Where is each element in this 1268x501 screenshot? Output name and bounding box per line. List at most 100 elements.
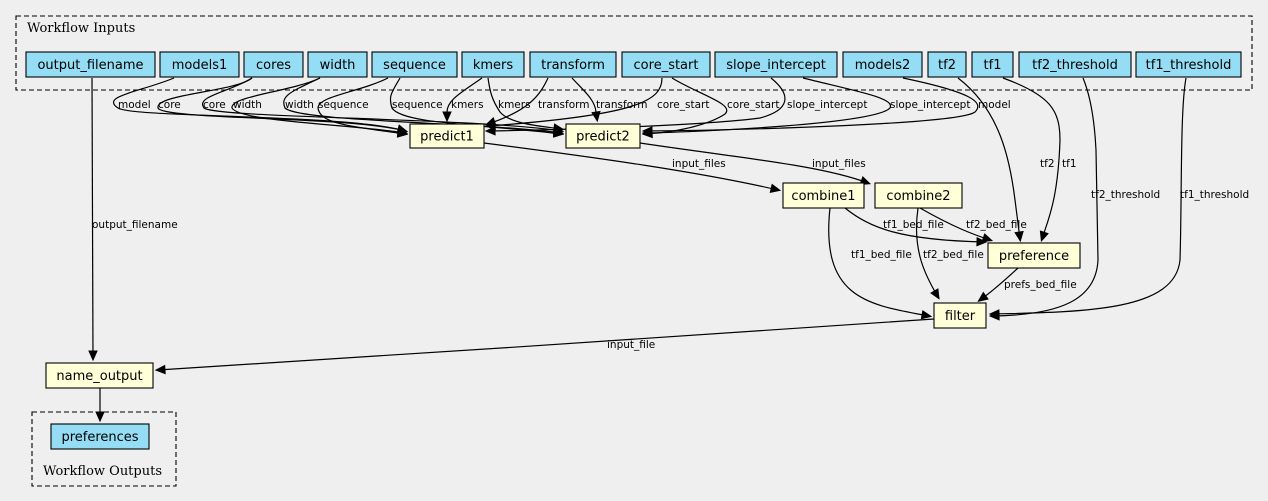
- edge-tf2-preference: [957, 77, 1021, 240]
- node-label: combine1: [791, 189, 855, 204]
- node-combine1[interactable]: combine1: [782, 182, 865, 209]
- node-transform[interactable]: transform: [529, 51, 617, 78]
- node-box[interactable]: [371, 51, 458, 78]
- arrowhead: [977, 291, 989, 302]
- edge-core_start-predict1: [487, 77, 663, 127]
- node-label: cores: [256, 58, 291, 73]
- arrowhead: [930, 288, 940, 300]
- edge-label: transform: [596, 99, 647, 111]
- node-preferences[interactable]: preferences: [50, 423, 150, 450]
- node-slope_intercept[interactable]: slope_intercept: [714, 51, 838, 78]
- node-box[interactable]: [50, 423, 150, 450]
- workflow-inputs-label: Workflow Inputs: [27, 21, 135, 36]
- edge-sequence-predict1: [317, 77, 406, 135]
- node-output_filename[interactable]: output_filename: [25, 51, 156, 78]
- node-box[interactable]: [1135, 51, 1242, 78]
- node-box[interactable]: [529, 51, 617, 78]
- edge-kmers-predict2: [487, 77, 562, 130]
- edge-combine1-filter: [828, 207, 930, 317]
- node-box[interactable]: [927, 51, 967, 78]
- node-tf1_threshold[interactable]: tf1_threshold: [1135, 51, 1242, 78]
- node-box[interactable]: [409, 123, 485, 149]
- edge-label: model: [978, 99, 1011, 111]
- node-tf1[interactable]: tf1: [971, 51, 1014, 78]
- node-box[interactable]: [25, 51, 156, 78]
- edge-tf2_threshold-filter: [991, 77, 1099, 317]
- node-label: tf1: [984, 58, 1002, 73]
- node-preference[interactable]: preference: [987, 242, 1081, 269]
- node-box[interactable]: [714, 51, 838, 78]
- node-box[interactable]: [621, 51, 711, 78]
- edge-label: output_filename: [92, 219, 178, 231]
- edge-label: tf1_bed_file: [851, 249, 912, 261]
- edge-cores-predict1: [157, 77, 406, 132]
- edge-label: tf1_threshold: [1180, 189, 1249, 201]
- node-box[interactable]: [971, 51, 1014, 78]
- workflow-outputs-label: Workflow Outputs: [43, 464, 162, 479]
- arrowhead: [988, 309, 1000, 319]
- edge-slope_intercept-predict1: [487, 77, 786, 132]
- edges-layer: [88, 77, 1187, 423]
- node-box[interactable]: [45, 362, 154, 389]
- node-combine2[interactable]: combine2: [874, 182, 963, 209]
- edge-label: core: [203, 99, 226, 111]
- edge-filter-name_output: [157, 318, 935, 371]
- edge-label: width: [285, 99, 314, 111]
- node-box[interactable]: [461, 51, 525, 78]
- node-label: models2: [855, 58, 911, 73]
- arrowhead: [976, 237, 988, 247]
- node-tf2_threshold[interactable]: tf2_threshold: [1018, 51, 1132, 78]
- node-cores[interactable]: cores: [243, 51, 304, 78]
- node-box[interactable]: [842, 51, 923, 78]
- node-box[interactable]: [874, 182, 963, 209]
- node-sequence[interactable]: sequence: [371, 51, 458, 78]
- node-box[interactable]: [307, 51, 368, 78]
- node-box[interactable]: [159, 51, 240, 78]
- edge-output_filename-name_output: [91, 77, 94, 359]
- node-box[interactable]: [243, 51, 304, 78]
- node-box[interactable]: [1018, 51, 1132, 78]
- arrowhead: [981, 233, 994, 243]
- node-label: preference: [999, 249, 1069, 264]
- node-label: predict1: [420, 130, 474, 145]
- edge-label: transform: [538, 99, 589, 111]
- node-label: filter: [945, 309, 976, 324]
- edge-label: tf1_bed_file: [883, 219, 944, 231]
- workflow-inputs-cluster: [15, 15, 1253, 91]
- node-label: width: [320, 58, 356, 73]
- node-label: slope_intercept: [726, 58, 826, 73]
- node-box[interactable]: [782, 182, 865, 209]
- arrowhead: [920, 309, 933, 320]
- arrowhead: [484, 126, 496, 136]
- edge-predict1-combine1: [483, 142, 779, 191]
- edge-label: slope_intercept: [787, 99, 867, 111]
- edge-label: prefs_bed_file: [1004, 279, 1077, 291]
- edge-models2-predict2: [644, 77, 979, 132]
- edge-label: tf2_bed_file: [966, 219, 1027, 231]
- node-core_start[interactable]: core_start: [621, 51, 711, 78]
- edge-label: input_files: [812, 158, 866, 170]
- edge-combine1-preference: [844, 207, 985, 243]
- node-predict1[interactable]: predict1: [409, 123, 485, 149]
- node-predict2[interactable]: predict2: [565, 123, 641, 149]
- node-box[interactable]: [933, 302, 987, 329]
- edge-label: model: [118, 99, 151, 111]
- node-kmers[interactable]: kmers: [461, 51, 525, 78]
- node-models1[interactable]: models1: [159, 51, 240, 78]
- node-box[interactable]: [987, 242, 1081, 269]
- node-name_output[interactable]: name_output: [45, 362, 154, 389]
- arrowhead: [1014, 230, 1024, 243]
- arrowhead: [95, 411, 105, 423]
- node-tf2[interactable]: tf2: [927, 51, 967, 78]
- edge-sequence-predict2: [389, 77, 562, 135]
- node-filter[interactable]: filter: [933, 302, 987, 329]
- edge-tf1_threshold-filter: [991, 77, 1187, 315]
- node-label: core_start: [634, 58, 699, 73]
- node-width[interactable]: width: [307, 51, 368, 78]
- node-models2[interactable]: models2: [842, 51, 923, 78]
- edge-predict2-combine2: [639, 142, 869, 184]
- arrowhead: [641, 126, 653, 136]
- node-box[interactable]: [565, 123, 641, 149]
